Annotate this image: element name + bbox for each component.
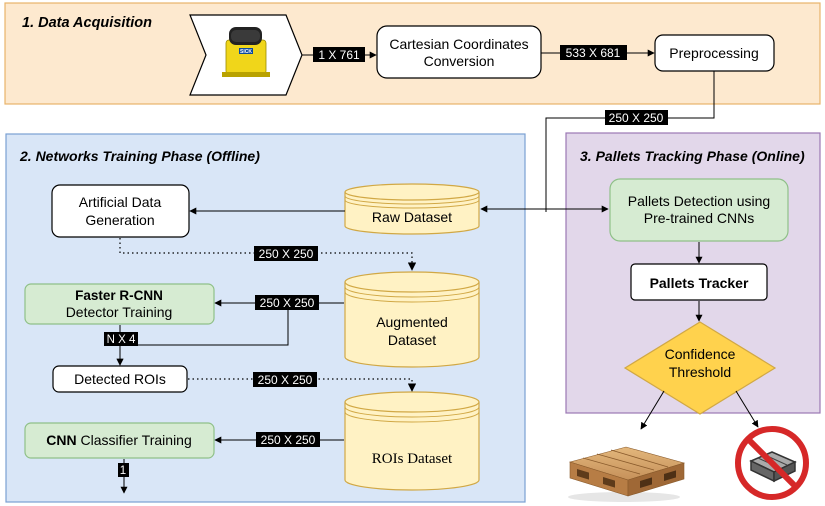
cnn-classifier-label: CNN Classifier Training	[46, 432, 192, 448]
preprocessing-label: Preprocessing	[669, 45, 759, 61]
edge-label-cartesian-pre: 533 X 681	[566, 46, 621, 60]
edge-label-faster-rois: N X 4	[107, 334, 136, 346]
detected-rois-box	[52, 365, 188, 393]
cnn-rest: Classifier Training	[77, 432, 192, 448]
laser-scanner-icon: SICK	[222, 27, 270, 77]
cartesian-conversion-box	[376, 25, 542, 79]
pallets-tracker-box	[630, 263, 768, 301]
cartesian-label-1: Cartesian Coordinates	[389, 36, 528, 52]
rois-dataset-cylinder	[344, 391, 480, 491]
detection-label-2: Pre-trained CNNs	[644, 210, 754, 226]
edge-label-sensor-cartesian: 1 X 761	[318, 48, 360, 62]
tracking-title: 3. Pallets Tracking Phase (Online)	[580, 148, 805, 164]
edge-label-augmented-faster: 250 X 250	[260, 296, 315, 310]
artificial-label-1: Artificial Data	[79, 194, 162, 210]
cnn-classifier-box	[24, 422, 215, 459]
edge-threshold-pallet	[640, 390, 665, 430]
threshold-label-2: Threshold	[669, 364, 731, 380]
no-pallet-icon	[735, 426, 809, 500]
edge-threshold-nopallet	[735, 390, 759, 428]
faster-rcnn-title: Faster R-CNN	[75, 288, 163, 303]
training-title: 2. Networks Training Phase (Offline)	[19, 148, 260, 164]
augmented-label-2: Dataset	[388, 332, 436, 348]
acquisition-title: 1. Data Acquisition	[22, 15, 152, 31]
artificial-data-box	[51, 184, 190, 238]
edge-label-raw-augmented: 250 X 250	[259, 247, 314, 261]
detected-rois-label: Detected ROIs	[74, 371, 166, 387]
edge-artificial-augmented	[119, 238, 417, 271]
pallets-detection-box	[609, 178, 789, 242]
threshold-label-1: Confidence	[665, 346, 736, 362]
edge-label-rois-dataset: 250 X 250	[258, 373, 313, 387]
sensor-node: SICK	[189, 14, 303, 96]
tracker-label: Pallets Tracker	[650, 275, 749, 291]
augmented-label-1: Augmented	[376, 314, 448, 330]
edge-label-dataset-cnn: 250 X 250	[261, 433, 316, 447]
cnn-bold: CNN	[46, 432, 76, 448]
rois-dataset-label: ROIs Dataset	[372, 451, 453, 467]
faster-rcnn-box	[24, 283, 215, 325]
raw-dataset-label: Raw Dataset	[372, 209, 452, 225]
confidence-threshold-diamond	[623, 321, 777, 415]
detection-label-1: Pallets Detection using	[628, 193, 770, 209]
faster-rcnn-subtitle: Detector Training	[66, 304, 173, 320]
sensor-brand: SICK	[240, 49, 252, 55]
edge-label-cnn-out: 1	[120, 465, 126, 477]
artificial-label-2: Generation	[85, 212, 154, 228]
cartesian-label-2: Conversion	[424, 53, 495, 69]
augmented-dataset-cylinder	[344, 271, 480, 368]
raw-dataset-cylinder	[344, 183, 480, 235]
wooden-pallet-icon	[568, 446, 686, 502]
edge-label-pre-out: 250 X 250	[609, 111, 664, 125]
